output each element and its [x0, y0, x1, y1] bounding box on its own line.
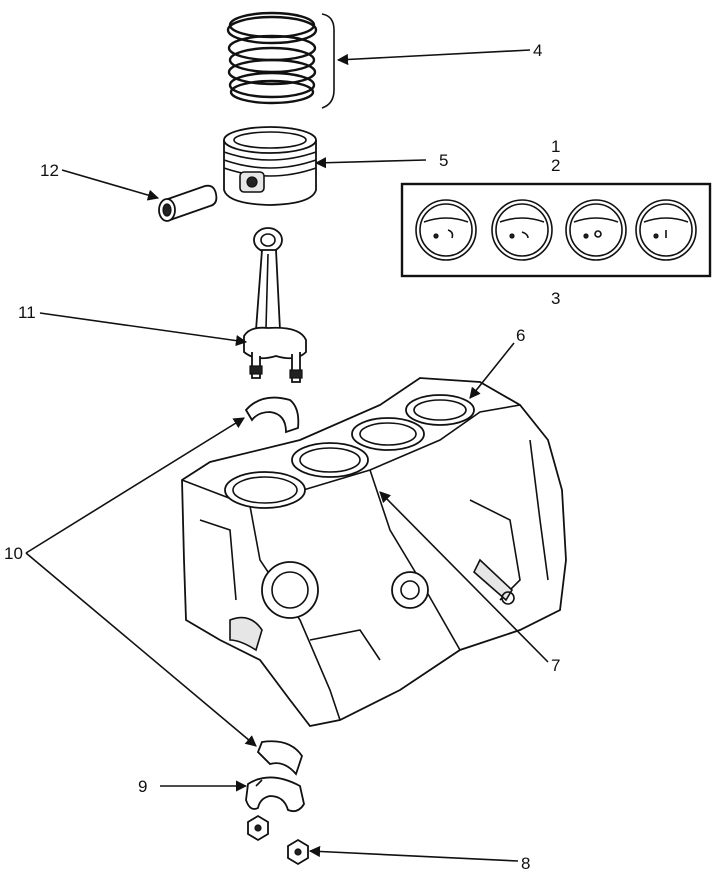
- callout-3: 3: [551, 289, 560, 308]
- piston-top-2: [491, 199, 553, 261]
- leader-lines: [25, 49, 549, 862]
- bearing-cap-nuts: [247, 814, 309, 866]
- piston-top-view-panel: [400, 182, 712, 278]
- cylinder-block: [181, 377, 567, 727]
- piston-top-4: [635, 199, 697, 261]
- main-bearing-cap: [245, 776, 305, 813]
- callout-5: 5: [439, 151, 448, 170]
- callout-1: 1: [551, 137, 560, 156]
- piston: [223, 126, 317, 206]
- callout-10: 10: [4, 544, 23, 563]
- piston-top-1: [415, 199, 477, 261]
- callout-6: 6: [516, 326, 525, 345]
- callout-11: 11: [18, 303, 36, 322]
- lower-bearing-shell: [256, 740, 303, 776]
- callout-9: 9: [138, 777, 147, 796]
- callout-8: 8: [521, 854, 530, 873]
- upper-bearing-shell: [244, 396, 300, 434]
- piston-pin: [158, 184, 218, 222]
- piston-rings: [226, 11, 335, 109]
- callout-7: 7: [551, 656, 560, 675]
- callout-2: 2: [551, 156, 560, 175]
- piston-top-3: [565, 199, 627, 261]
- connecting-rod: [243, 227, 307, 383]
- callout-12: 12: [40, 161, 59, 180]
- callout-4: 4: [533, 41, 542, 60]
